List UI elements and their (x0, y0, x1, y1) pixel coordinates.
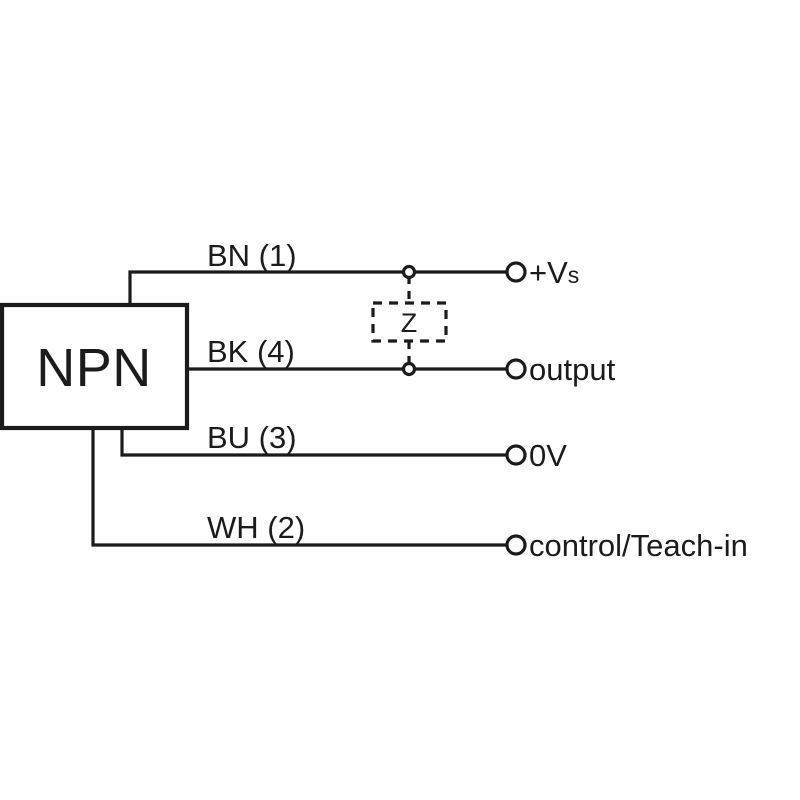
terminal-0v[interactable] (505, 444, 527, 466)
wire-label-bn: BN (1) (207, 238, 297, 273)
terminal-label-output: output (529, 352, 616, 387)
wire-path-bu (120, 424, 509, 457)
wire-path-bn (128, 270, 509, 309)
npn-component-box (0, 302, 190, 431)
z-protection-box (371, 301, 448, 343)
terminal-label-vs-subscript: s (568, 262, 580, 288)
wire-label-bk: BK (4) (207, 334, 295, 369)
terminal-label-vs: +Vs (529, 255, 579, 290)
junction-node-bk (401, 361, 417, 377)
terminal-label-vs-main: +V (529, 255, 568, 290)
terminal-vs[interactable] (505, 261, 527, 283)
wire-label-bu: BU (3) (207, 420, 297, 455)
wire-label-wh: WH (2) (207, 510, 305, 545)
npn-component-label: NPN (36, 338, 152, 398)
junction-node-bn (401, 264, 417, 280)
terminal-control-teach-in[interactable] (505, 534, 527, 556)
terminal-label-0v: 0V (529, 438, 567, 473)
wire-path-wh (91, 424, 509, 547)
terminal-output[interactable] (505, 358, 527, 380)
z-element-label: Z (401, 308, 418, 338)
terminal-label-control-teach-in: control/Teach-in (529, 528, 748, 563)
